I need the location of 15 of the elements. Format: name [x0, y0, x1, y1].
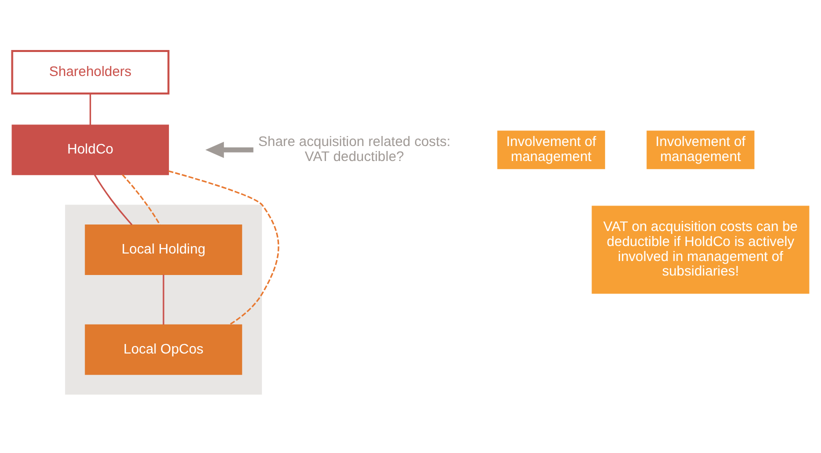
connector [94, 174, 132, 226]
node-box: HoldCo [12, 124, 169, 176]
node-box: Local OpCos [84, 324, 242, 375]
node-text: Share acquisition related costs: VAT deductible? [258, 133, 450, 164]
node-box: VAT on acquisition costs can be deductible if HoldCo is actively involved in management of subsidiaries! [592, 206, 810, 294]
connector [168, 170, 280, 326]
cluster [65, 204, 262, 395]
node-box: Involvement of management [646, 130, 754, 170]
node-box: Involvement of management [497, 130, 606, 170]
connector [122, 174, 160, 226]
node-box: Local Holding [84, 224, 242, 275]
node-box: Shareholders [11, 50, 170, 94]
connector [162, 274, 164, 325]
connector [90, 93, 92, 126]
arrow [205, 142, 254, 158]
